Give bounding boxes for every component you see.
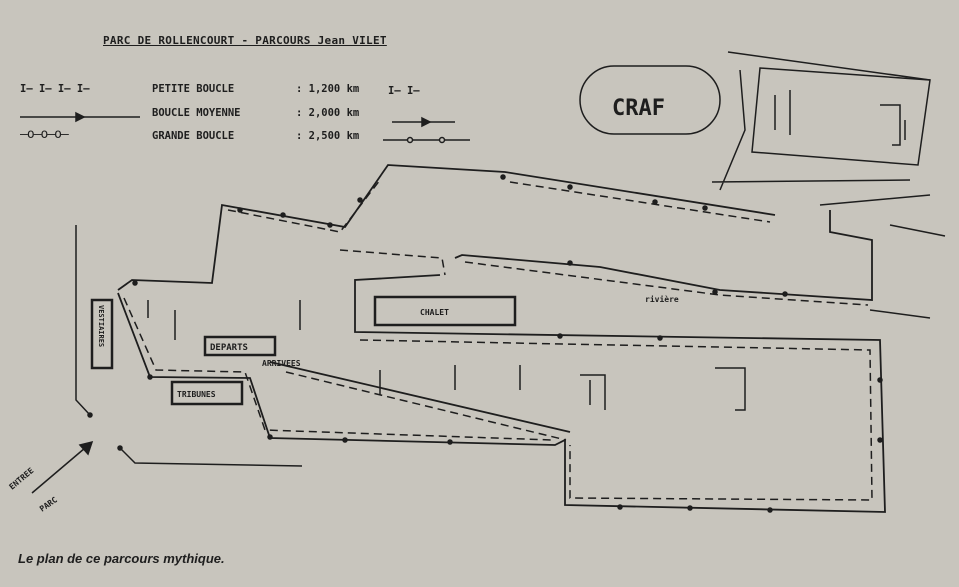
field-marks: [147, 224, 946, 411]
arrivees-label: ARRIVEES: [262, 359, 301, 368]
parc-label: PARC: [38, 495, 59, 514]
departs-box: [203, 335, 277, 357]
building-complex: [711, 51, 931, 206]
caption: Le plan de ce parcours mythique.: [18, 551, 225, 566]
park-boundary-left: [75, 225, 91, 416]
craf-label: CRAF: [612, 96, 665, 121]
legend-symbol-grande: —o—o—o—: [20, 127, 69, 142]
vestiaires-label: VESTIAIRES: [97, 305, 105, 347]
legend-line-moyenne: [20, 111, 455, 128]
legend-symbol-petite: I— I— I— I—: [20, 83, 90, 95]
craf-building: [579, 65, 721, 135]
legend-distance-grande: : 2,500 km: [296, 130, 360, 142]
park-boundary-bottom: [119, 447, 303, 467]
route-markers: [132, 174, 883, 513]
vestiaires-building: [90, 298, 114, 370]
legend-label-moyenne: BOUCLE MOYENNE: [152, 107, 241, 119]
route-petite-boucle: [123, 179, 873, 501]
route-grande-boucle: [117, 164, 886, 513]
chalet-label: CHALET: [420, 308, 449, 317]
riviere-label: rivière: [645, 294, 679, 304]
entrance-arrow-icon: [31, 440, 94, 494]
legend-label-petite: PETITE BOUCLE: [152, 83, 235, 95]
tribunes-building: [170, 380, 244, 406]
map-title: PARC DE ROLLENCOURT - PARCOURS Jean VILE…: [103, 34, 387, 47]
legend-distance-moyenne: : 2,000 km: [296, 107, 360, 119]
legend-label-grande: GRANDE BOUCLE: [152, 130, 235, 142]
legend-line-grande: I— I—: [383, 85, 470, 144]
chalet-building: [373, 295, 517, 327]
tribunes-label: TRIBUNES: [177, 390, 216, 399]
departs-label: DEPARTS: [210, 343, 248, 353]
legend-distance-petite: : 1,200 km: [296, 83, 360, 95]
svg-text:I— I—: I— I—: [388, 85, 420, 97]
entree-label: ENTREE: [8, 466, 36, 492]
